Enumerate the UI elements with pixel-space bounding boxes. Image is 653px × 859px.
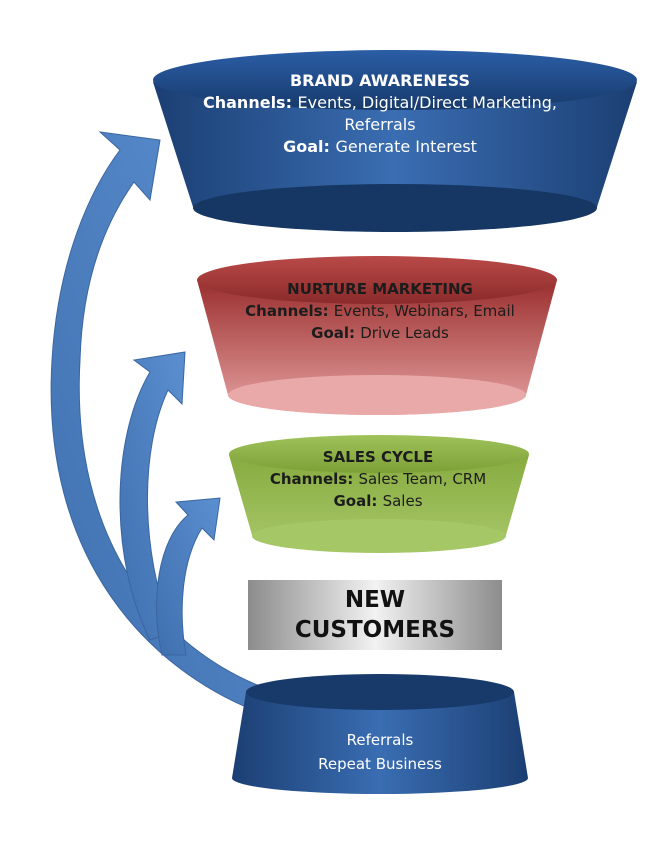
goal-label: Goal: [311,324,361,342]
goal-value: Generate Interest [335,137,477,156]
goal-value: Sales [382,492,423,510]
sales-cycle-title: SALES CYCLE [322,448,434,466]
channels-label: Channels: [203,93,298,112]
base-line2: Repeat Business [318,755,442,773]
new-customers-label: NEW CUSTOMERS [248,580,502,650]
sales-cycle-text: SALES CYCLE Channels: Sales Team, CRM Go… [228,446,528,512]
channels-label: Channels: [269,470,359,488]
channels-label: Channels: [245,302,334,320]
new-customers-line1: NEW [344,587,406,613]
goal-label: Goal: [283,137,336,156]
brand-awareness-channels-cont: Referrals [344,115,416,134]
base-funnel [232,674,528,794]
brand-awareness-channels: Channels: Events, Digital/Direct Marketi… [160,92,600,114]
arrow-large [50,131,271,713]
brand-awareness-goal: Goal: Generate Interest [160,136,600,158]
arrow-medium [119,351,186,641]
goal-label: Goal: [333,492,383,510]
arrow-small [156,497,221,656]
sales-cycle-goal: Goal: Sales [228,490,528,512]
base-line1: Referrals [346,731,414,749]
channels-value: Events, Digital/Direct Marketing, [297,93,557,112]
nurture-marketing-title: NURTURE MARKETING [287,280,473,298]
funnel-tier-nurture-marketing [197,256,557,415]
nurture-marketing-text: NURTURE MARKETING Channels: Events, Webi… [200,278,560,344]
new-customers-box [248,580,502,650]
nurture-marketing-channels: Channels: Events, Webinars, Email [200,300,560,322]
channels-value: Events, Webinars, Email [333,302,515,320]
funnel-tier-sales-cycle [229,435,529,553]
channels-value: Sales Team, CRM [358,470,487,488]
brand-awareness-title: BRAND AWARENESS [289,71,470,90]
nurture-marketing-goal: Goal: Drive Leads [200,322,560,344]
new-customers-line2: CUSTOMERS [294,617,456,643]
goal-value: Drive Leads [360,324,449,342]
funnel-tier-brand-awareness [153,50,637,232]
brand-awareness-text: BRAND AWARENESS Channels: Events, Digita… [160,70,600,158]
base-text: Referrals Repeat Business [245,728,515,776]
sales-cycle-channels: Channels: Sales Team, CRM [228,468,528,490]
